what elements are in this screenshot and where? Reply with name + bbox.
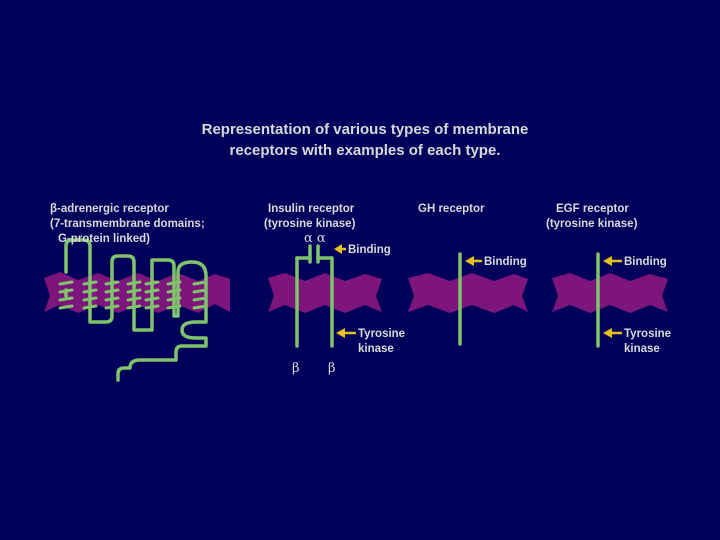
gh-binding-arrow <box>465 256 482 266</box>
gh-label: GH receptor <box>418 203 485 215</box>
membrane-segment-egf <box>552 273 668 313</box>
insulin-label-1: Insulin receptor <box>268 203 355 215</box>
egf-tyrosine-label: Tyrosine <box>624 328 671 340</box>
title-line-2: receptors with examples of each type. <box>230 142 501 159</box>
insulin-beta-label-2: β <box>328 361 336 376</box>
insulin-binding-label: Binding <box>348 244 391 256</box>
insulin-label-2: (tyrosine kinase) <box>264 218 356 230</box>
egf-label-1: EGF receptor <box>556 203 629 215</box>
serpentine-receptor-chain <box>66 240 206 380</box>
egf-label-2: (tyrosine kinase) <box>546 218 638 230</box>
insulin-tyrosine-arrow <box>336 328 356 338</box>
egf-binding-arrow <box>603 256 622 266</box>
insulin-alpha-label: α α <box>304 231 326 246</box>
insulin-tyrosine-label: Tyrosine <box>358 328 405 340</box>
insulin-binding-arrow <box>334 244 346 254</box>
egf-kinase-label: kinase <box>624 343 660 355</box>
title-line-1: Representation of various types of membr… <box>202 121 529 138</box>
egf-binding-label: Binding <box>624 256 667 268</box>
membrane-segment-insulin <box>268 273 382 313</box>
gh-binding-label: Binding <box>484 256 527 268</box>
membrane-segment-gh <box>408 273 528 313</box>
beta-adrenergic-label-2: (7-transmembrane domains; <box>50 218 205 230</box>
beta-adrenergic-label-3: G-protein linked) <box>58 233 150 245</box>
insulin-beta-label-1: β <box>292 361 300 376</box>
beta-adrenergic-label-1: β-adrenergic receptor <box>50 203 169 215</box>
egf-tyrosine-arrow <box>603 328 622 338</box>
insulin-kinase-label: kinase <box>358 343 394 355</box>
